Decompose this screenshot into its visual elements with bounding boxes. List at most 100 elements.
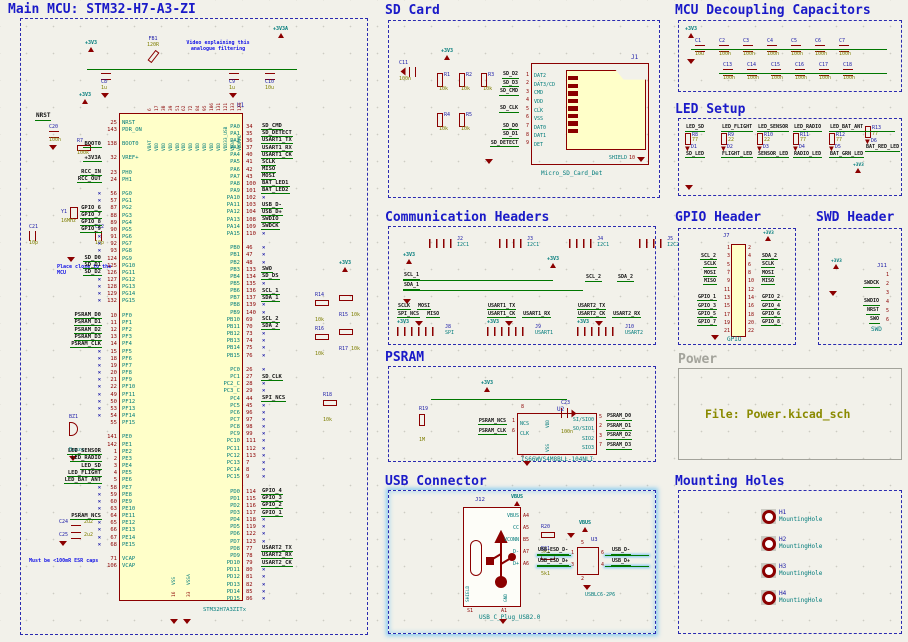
mcu-pin-row[interactable]: 26 ×: [246, 366, 366, 373]
mounting-hole[interactable]: H1 MountingHole: [761, 509, 822, 524]
mcu-pin-row[interactable]: 100 BAT_LED1: [246, 180, 366, 188]
resistor-r21[interactable]: R21 5k1: [541, 535, 555, 579]
sd-signal-row[interactable]: SD_D0 7: [433, 123, 529, 132]
gpio-pin-row[interactable]: MOSI 7 8 MOSI: [681, 269, 795, 277]
sd-signal-row[interactable]: SD_D2 1: [433, 71, 529, 80]
mcu-pin-row[interactable]: 86 ×: [246, 595, 366, 602]
mcu-pin-row[interactable]: 35 SD_DETECT: [246, 130, 366, 138]
mcu-pin-row[interactable]: [23, 305, 117, 312]
mcu-pin-row[interactable]: 74 ×: [246, 338, 366, 345]
mcu-pin-row[interactable]: 40 USART1_CK: [246, 152, 366, 159]
mcu-pin-row[interactable]: SD_D2 126: [23, 269, 117, 277]
net-label-scl1[interactable]: SCL_1: [403, 272, 421, 280]
mcu-pin-row[interactable]: 42 MISO: [246, 166, 366, 174]
gpio-pin-row[interactable]: 11 12: [681, 285, 795, 293]
mcu-pin-row[interactable]: 77 USART2_TX: [246, 545, 366, 553]
power-flag-3v3[interactable]: +3V3: [339, 260, 351, 272]
net-label-nrst[interactable]: NRST: [35, 112, 52, 121]
mcu-pin-row[interactable]: 28 ×: [246, 381, 366, 388]
capacitor[interactable]: C2 100n: [719, 38, 732, 57]
sd-signal-row[interactable]: 6: [433, 114, 529, 123]
capacitor[interactable]: C13 100n: [723, 62, 736, 81]
mcu-pin-row[interactable]: GPIO_6 87: [23, 205, 117, 212]
swd-pin-row[interactable]: SWDIO 4: [827, 298, 889, 307]
mcu-pin-row[interactable]: [23, 183, 117, 190]
mcu-pin-row[interactable]: [246, 359, 366, 366]
buzzer-bz1[interactable]: BZ1 Buzzer: [69, 403, 87, 461]
mcu-pin-row[interactable]: 108 SWDIO: [246, 216, 366, 224]
resistor-r16[interactable]: R16 10k: [315, 315, 329, 359]
gpio-pin-row[interactable]: GPIO_7 19 20 GPIO_8: [681, 319, 795, 327]
gpio-pin-row[interactable]: GPIO_3 15 16 GPIO_4: [681, 302, 795, 310]
mcu-pin-row[interactable]: × 15: [23, 348, 117, 355]
mcu-pin-row[interactable]: × 22: [23, 384, 117, 391]
mcu-pin-row[interactable]: 137 SDA_1: [246, 295, 366, 302]
mcu-pin-row[interactable]: 123 ×: [246, 538, 366, 545]
mcu-pin-row[interactable]: 34 SD_CMD: [246, 123, 366, 131]
crystal-y1[interactable]: Y1 16MHz: [61, 207, 79, 225]
esd-chip-u3[interactable]: [577, 547, 599, 575]
resistor-r7[interactable]: R7 100k: [77, 138, 91, 156]
mcu-pin-row[interactable]: LED_SENSOR 1: [23, 448, 117, 456]
net-label-esd-dp[interactable]: USB_ESD_D+: [537, 558, 570, 566]
mcu-pin-row[interactable]: 9 ×: [246, 474, 366, 481]
net-label-scl2[interactable]: SCL_2: [585, 274, 603, 282]
usb-c-connector-j12[interactable]: SHIELD GND: [463, 507, 521, 607]
capacitor-c9[interactable]: C9 1u: [229, 73, 239, 99]
psram-signal-row[interactable]: 5 PSRAM_D0: [599, 413, 655, 423]
psram-signal-row[interactable]: 3 PSRAM_D2: [599, 432, 655, 442]
mcu-pin-row[interactable]: × 49: [23, 391, 117, 398]
sd-signal-row[interactable]: 4: [433, 97, 529, 106]
sd-signal-row[interactable]: SD_CLK 5: [433, 105, 529, 114]
ferrite-bead-fb1[interactable]: FB1 120R: [147, 36, 159, 64]
power-flag-3v3[interactable]: +3V3: [547, 256, 559, 268]
capacitor-c21[interactable]: C21 10p: [29, 224, 39, 246]
net-label-usb-dm[interactable]: USB_D-: [611, 547, 632, 555]
mcu-pin-row[interactable]: LED_RADIO 2: [23, 455, 117, 463]
mcu-pin-row[interactable]: 55: [23, 420, 117, 427]
resistor-r19[interactable]: R19 1M: [419, 406, 429, 443]
gpio-pin-row[interactable]: SCL_2 3 4 SDA_2: [681, 252, 795, 260]
mcu-pin-row[interactable]: 85 ×: [246, 588, 366, 595]
mcu-pin-row[interactable]: PSRAM_D3 13: [23, 334, 117, 341]
gpio-pin-row[interactable]: SCLK 5 6 SCLK: [681, 261, 795, 269]
mcu-pin-row[interactable]: 8 ×: [246, 467, 366, 474]
capacitor[interactable]: C18 100n: [843, 62, 856, 81]
mcu-pin-row[interactable]: 78 USART2_RX: [246, 552, 366, 560]
mcu-pin-row[interactable]: 117 GPIO_1: [246, 509, 366, 517]
mcu-pin-row[interactable]: × 128: [23, 284, 117, 291]
mcu-pin-row[interactable]: 135 ×: [246, 280, 366, 287]
mcu-pin-row[interactable]: 44 SPI_NCS: [246, 395, 366, 403]
resistor[interactable]: R5 10k: [459, 112, 473, 132]
gpio-pin-row[interactable]: 21 22: [681, 327, 795, 335]
mcu-pin-row[interactable]: 76 ×: [246, 352, 366, 359]
mcu-pin-row[interactable]: × 68: [23, 541, 117, 548]
mcu-pin-row[interactable]: 119 ×: [246, 524, 366, 531]
resistor[interactable]: R1 10k: [437, 72, 451, 92]
resistor[interactable]: R4 10k: [437, 112, 451, 132]
mcu-pin-row[interactable]: 142: [23, 441, 117, 448]
mcu-pin-row[interactable]: × 66: [23, 527, 117, 534]
power-flag-3v3[interactable]: +3V3: [763, 231, 774, 241]
mcu-pin-row[interactable]: × 63: [23, 505, 117, 512]
mcu-pin-row[interactable]: 69 SCL_2: [246, 316, 366, 324]
mcu-pin-row[interactable]: GPIO_9 90: [23, 226, 117, 234]
mcu-pin-row[interactable]: 27 SD_CLK: [246, 373, 366, 381]
mcu-pin-row[interactable]: × 127: [23, 276, 117, 283]
mcu-pin-row[interactable]: 98 ×: [246, 424, 366, 431]
mcu-pin-row[interactable]: 102 ×: [246, 195, 366, 202]
mcu-pin-row[interactable]: 79 USART2_CK: [246, 560, 366, 567]
mcu-pin-row[interactable]: 45 ×: [246, 402, 366, 409]
note-crystal[interactable]: Place close to the MCU: [57, 264, 112, 276]
net-label-esd-dm[interactable]: USB_ESD_D-: [537, 547, 570, 555]
mcu-pin-row[interactable]: × 18: [23, 355, 117, 362]
mcu-pin-row[interactable]: LED_FLIGHT 4: [23, 470, 117, 477]
capacitor-c11[interactable]: C11 100n: [399, 60, 416, 82]
